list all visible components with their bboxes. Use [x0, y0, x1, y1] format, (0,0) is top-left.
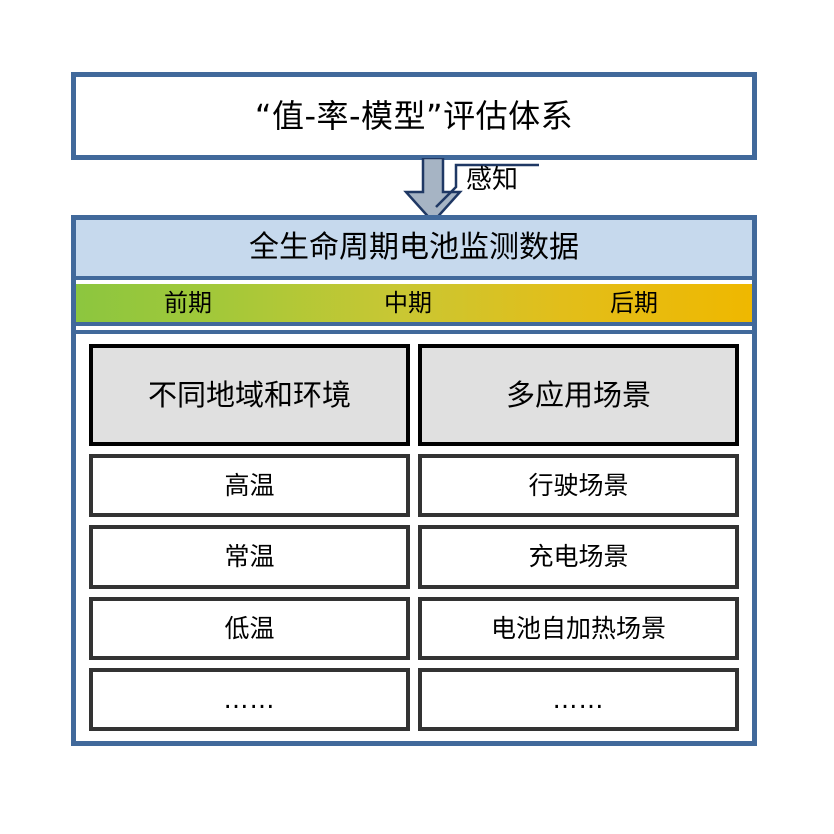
evaluation-system-title-box: “值-率-模型”评估体系 — [71, 72, 757, 160]
column-header-label: 多应用场景 — [505, 377, 651, 412]
panel-header-label: 全生命周期电池监测数据 — [249, 230, 579, 265]
list-item: 行驶场景 — [418, 454, 739, 518]
list-item: 高温 — [89, 454, 410, 518]
category-columns: 不同地域和环境 高温 常温 低温 …… 多应用场景 — [89, 344, 739, 731]
down-arrow-icon — [398, 158, 468, 224]
list-item-label: 电池自加热场景 — [490, 613, 666, 643]
column-header-application-scenarios: 多应用场景 — [418, 344, 739, 446]
phase-label-late: 后期 — [610, 289, 658, 317]
list-item-label: 充电场景 — [528, 542, 629, 572]
list-item-label: 行驶场景 — [528, 471, 629, 501]
panel-divider — [76, 330, 752, 334]
page-title: “值-率-模型”评估体系 — [254, 97, 574, 135]
list-item: 常温 — [89, 525, 410, 589]
list-item: 充电场景 — [418, 525, 739, 589]
list-item-label: 高温 — [224, 471, 275, 501]
arrow-label-sense: 感知 — [466, 165, 519, 195]
lifecycle-phase-gradient-bar: 前期 中期 后期 — [76, 284, 752, 326]
leader-line — [434, 163, 544, 209]
list-item-label: …… — [223, 684, 276, 714]
list-item: …… — [89, 667, 410, 731]
list-item: …… — [418, 667, 739, 731]
panel-header: 全生命周期电池监测数据 — [76, 220, 752, 280]
column-regions-environments: 不同地域和环境 高温 常温 低温 …… — [89, 344, 410, 731]
list-item-label: 低温 — [224, 613, 275, 643]
list-item: 电池自加热场景 — [418, 596, 739, 660]
lifecycle-data-panel: 全生命周期电池监测数据 前期 中期 后期 不同地域和环境 高温 常温 低 — [71, 215, 757, 746]
phase-label-early: 前期 — [164, 289, 212, 317]
column-header-label: 不同地域和环境 — [147, 377, 351, 412]
column-application-scenarios: 多应用场景 行驶场景 充电场景 电池自加热场景 …… — [418, 344, 739, 731]
column-header-regions-environments: 不同地域和环境 — [89, 344, 410, 446]
list-item: 低温 — [89, 596, 410, 660]
list-item-label: 常温 — [224, 542, 275, 572]
phase-label-middle: 中期 — [384, 289, 432, 317]
list-item-label: …… — [552, 684, 605, 714]
